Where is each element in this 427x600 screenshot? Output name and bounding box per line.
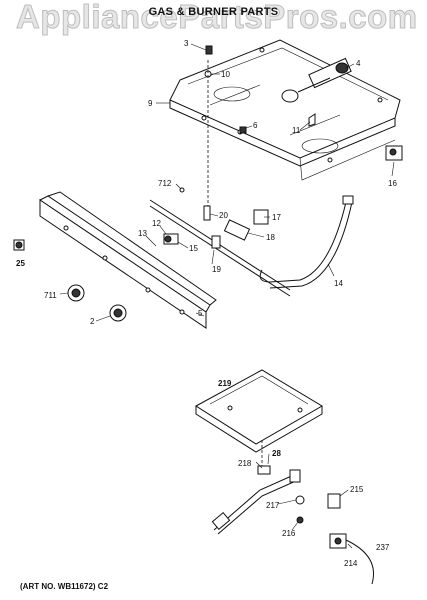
callout-20: 20 <box>219 211 228 220</box>
callout-28: 28 <box>272 449 281 458</box>
safety-valve <box>327 493 374 585</box>
callout-9: 9 <box>148 99 153 108</box>
callout-218: 218 <box>238 459 252 468</box>
callout-217: 217 <box>266 501 280 510</box>
callout-17: 17 <box>272 213 281 222</box>
gas-tube <box>259 201 347 283</box>
igniter-part <box>385 145 403 161</box>
callout-25: 25 <box>16 259 25 268</box>
callout-214: 214 <box>344 559 358 568</box>
left-parts <box>13 187 185 322</box>
callout-12: 12 <box>152 219 161 228</box>
manifold-pipe <box>149 199 291 297</box>
pan-fasteners <box>204 45 316 134</box>
diagram-title: GAS & BURNER PARTS <box>148 6 279 18</box>
callout-11: 11 <box>292 126 301 135</box>
callout-219: 219 <box>218 379 232 388</box>
leader-lines <box>59 43 395 549</box>
burner-assembly <box>281 57 352 103</box>
callout-13: 13 <box>138 229 147 238</box>
callout-216: 216 <box>282 529 296 538</box>
callout-4: 4 <box>356 59 361 68</box>
manifold-panel <box>39 191 217 329</box>
callout-labels: 3 4 10 9 11 6 16 712 20 17 12 13 15 18 1… <box>16 39 397 568</box>
burner-base-pan <box>169 39 401 181</box>
callout-2: 2 <box>90 317 95 326</box>
oven-burner-tube <box>211 465 305 535</box>
callout-19: 19 <box>212 265 221 274</box>
callout-16: 16 <box>388 179 397 188</box>
callout-215: 215 <box>350 485 364 494</box>
burner-baffle <box>195 369 323 453</box>
callout-10: 10 <box>221 70 230 79</box>
callout-14: 14 <box>334 279 343 288</box>
gas-tube-edge <box>269 201 353 289</box>
art-number: (ART NO. WB11672) C2 <box>20 582 109 591</box>
callout-237: 237 <box>376 543 390 552</box>
callout-3: 3 <box>184 39 189 48</box>
callout-712: 712 <box>158 179 172 188</box>
callout-5: 5 <box>198 309 203 318</box>
tube-fitting <box>342 195 354 205</box>
callout-6: 6 <box>253 121 258 130</box>
callout-711: 711 <box>44 291 57 300</box>
callout-15: 15 <box>189 244 198 253</box>
callout-18: 18 <box>266 233 275 242</box>
